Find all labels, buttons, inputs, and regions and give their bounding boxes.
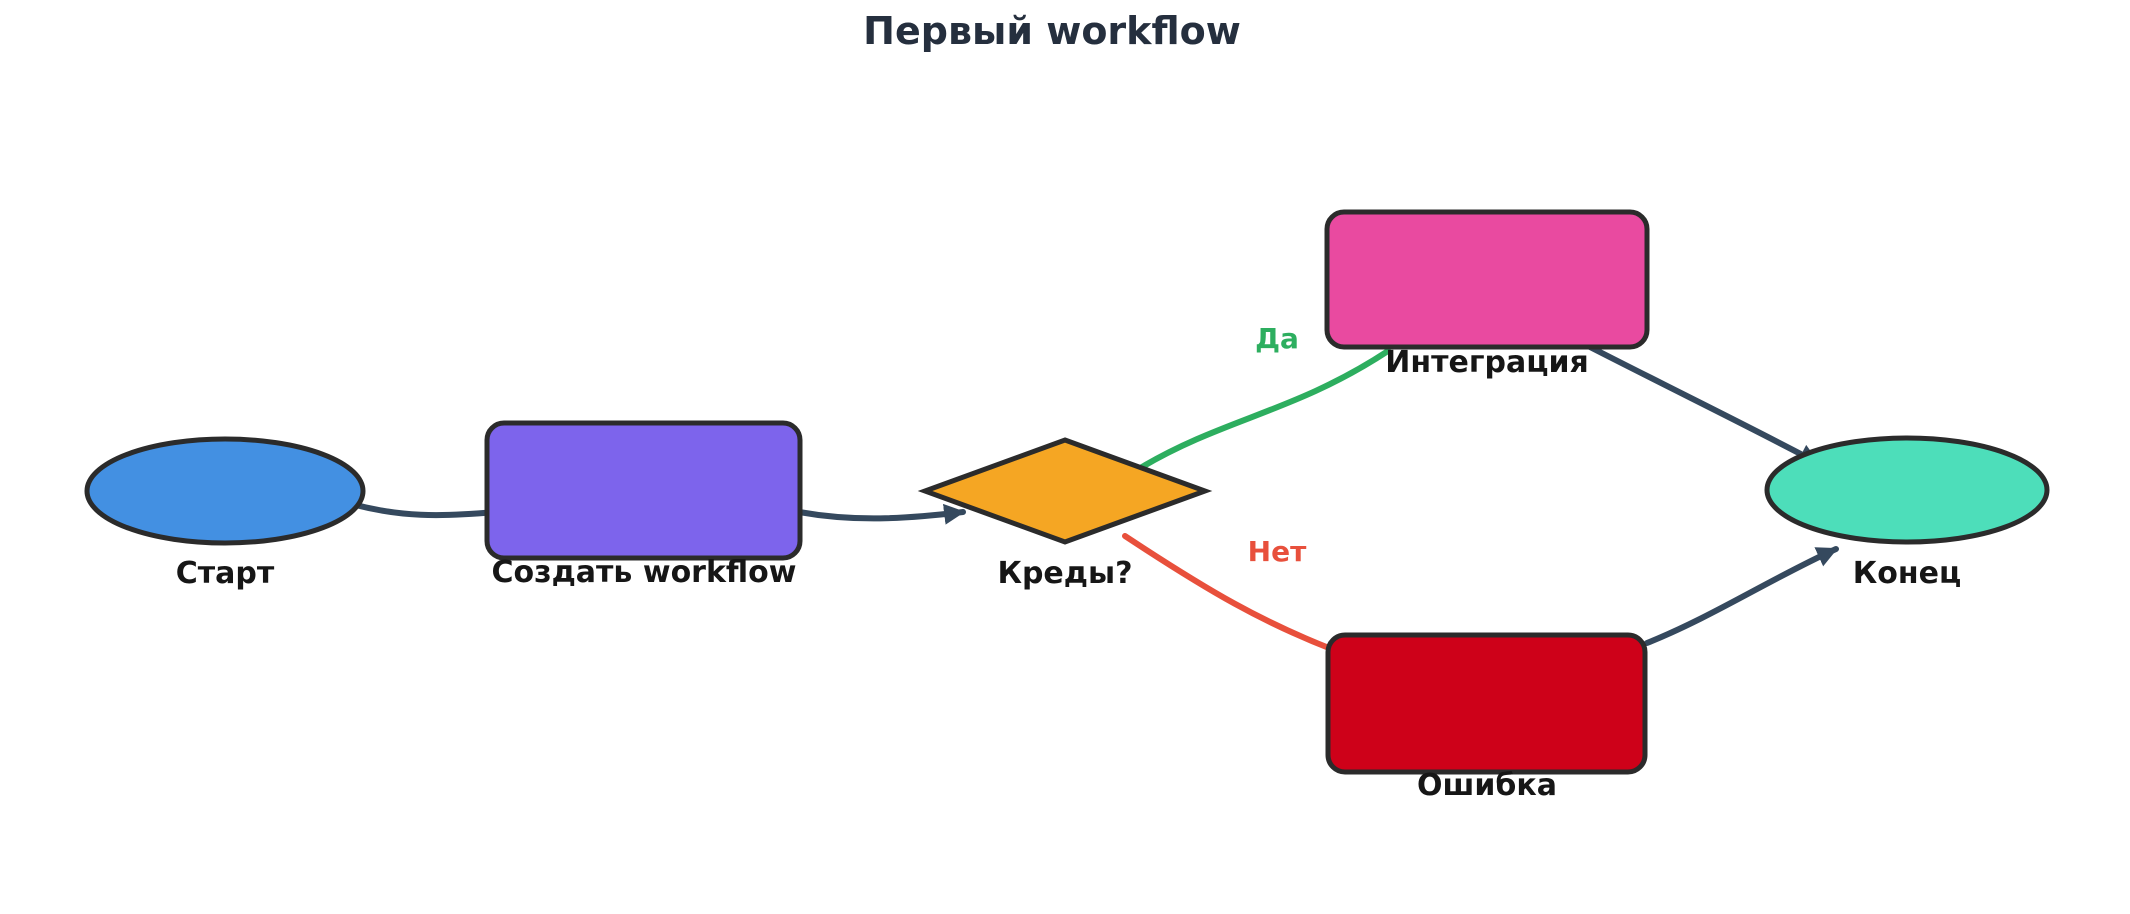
end-label: Конец: [1853, 556, 1961, 591]
edge-label-yes: Да: [1255, 322, 1299, 355]
start-label: Старт: [176, 556, 275, 591]
node-integration: Интеграция: [1324, 209, 1650, 380]
create-workflow-label: Создать workflow: [492, 555, 797, 590]
node-error: Ошибка: [1325, 632, 1648, 803]
creds-diamond: [917, 437, 1213, 545]
diagram-title: Первый workflow: [863, 9, 1241, 53]
error-rect: [1325, 632, 1648, 775]
edge-create-to-creds: [796, 503, 966, 525]
end-ellipse: [1764, 435, 2050, 545]
edge-creds-to-integration-yes: [1139, 348, 1391, 470]
create-workflow-rect: [484, 420, 803, 561]
error-label: Ошибка: [1417, 768, 1557, 803]
node-creds-decision: Креды?: [917, 437, 1213, 591]
integration-label: Интеграция: [1385, 345, 1588, 380]
node-start: Старт: [84, 436, 366, 591]
edge-creds-to-error-no: [1122, 533, 1337, 653]
creds-label: Креды?: [997, 556, 1132, 591]
start-ellipse: [84, 436, 366, 546]
edge-label-no: Нет: [1248, 535, 1307, 568]
edge-layer: [349, 344, 1839, 653]
integration-rect: [1324, 209, 1650, 350]
edge-error-to-end: [1644, 546, 1839, 646]
node-create-workflow: Создать workflow: [484, 420, 803, 590]
edge-start-to-create: [349, 501, 498, 519]
node-end: Конец: [1764, 435, 2050, 591]
edge-integration-to-end: [1587, 344, 1821, 466]
